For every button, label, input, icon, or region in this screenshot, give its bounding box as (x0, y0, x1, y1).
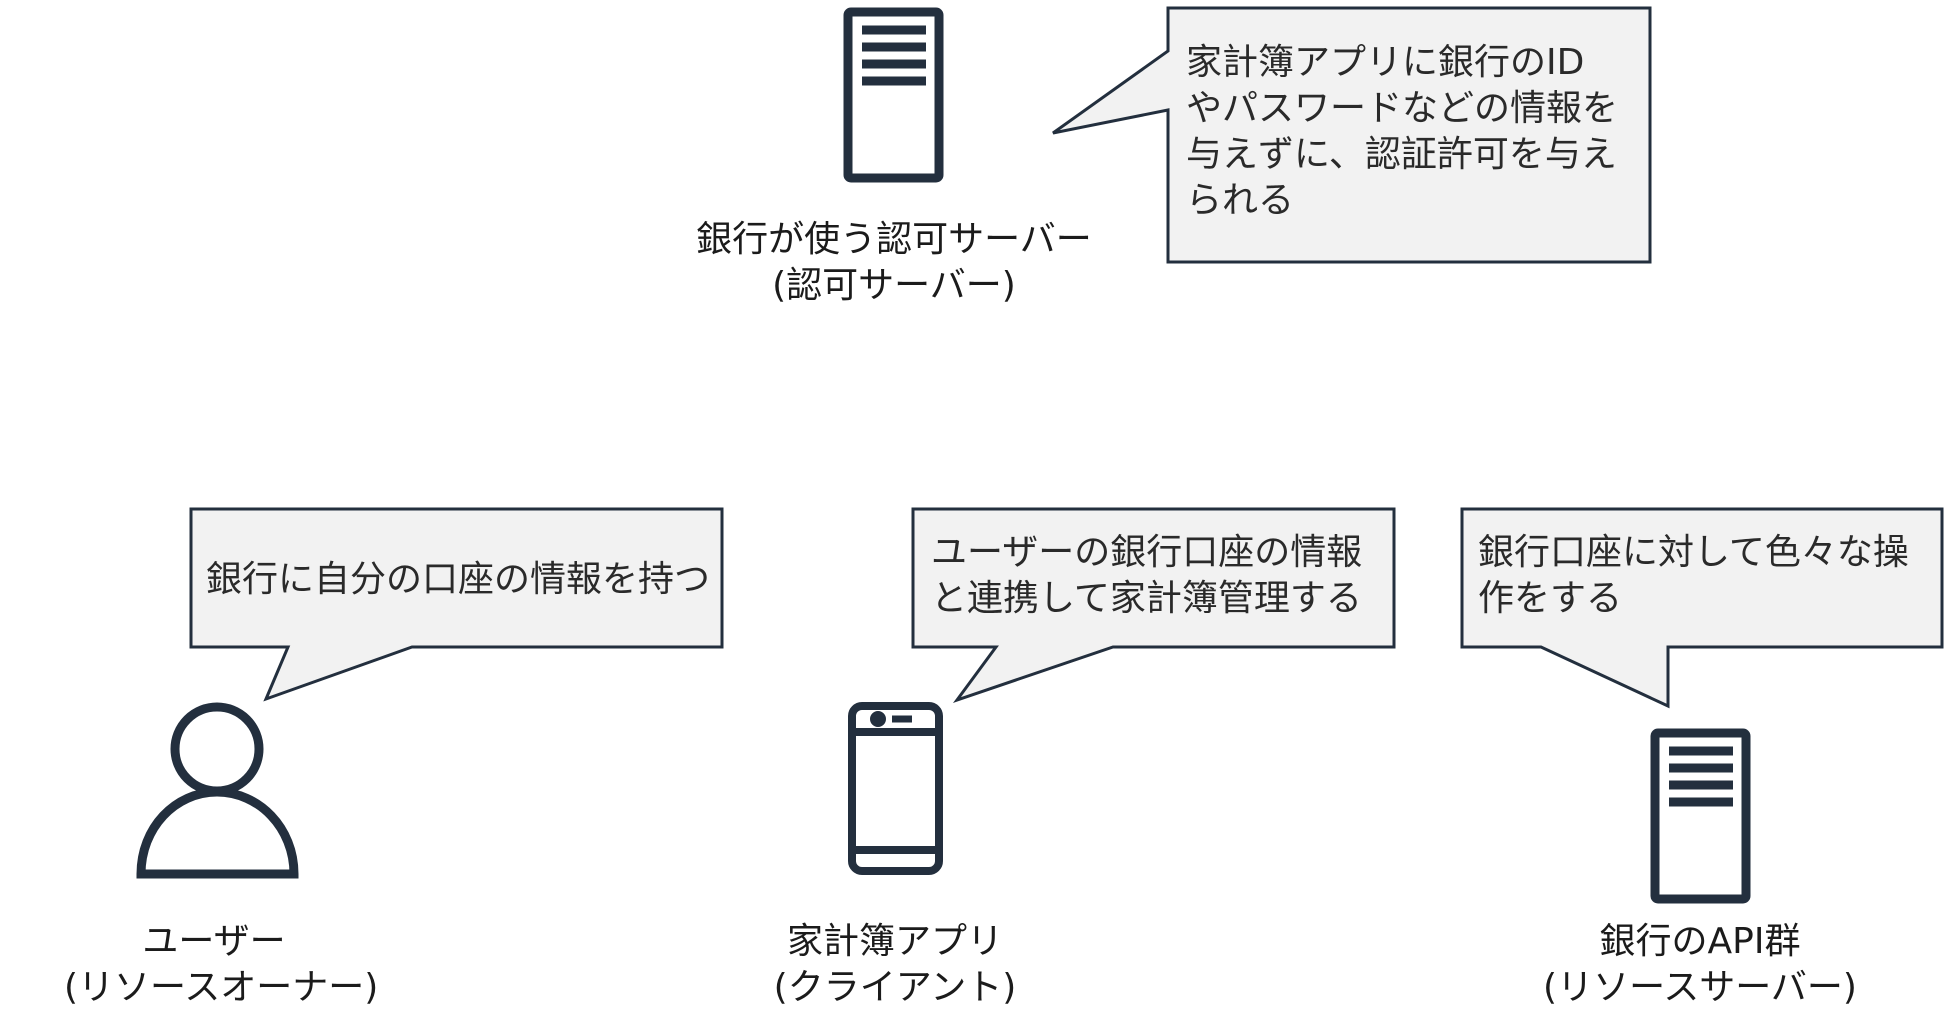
client-callout-text: ユーザーの銀行口座の情報 と連携して家計簿管理する (931, 532, 1363, 619)
smartphone-icon (848, 702, 943, 875)
resource-server-label-role: (リソースサーバー) (1543, 967, 1857, 1008)
resource-server-callout-box (1460, 507, 1944, 709)
server-icon (1650, 728, 1751, 904)
client-callout-box (911, 507, 1396, 703)
server-icon (843, 7, 944, 183)
auth-server-callout-text: 家計簿アプリに銀行のID やパスワードなどの情報を 与えずに、認証許可を与え ら… (1186, 42, 1619, 221)
user-callout-text: 銀行に自分の口座の情報を持つ (206, 559, 711, 600)
person-icon (136, 702, 299, 879)
auth-server-label: 銀行が使う認可サーバー (認可サーバー) (694, 217, 1094, 309)
user-callout-box (189, 507, 724, 702)
client-label-role: (クライアント) (773, 967, 1017, 1008)
client-label-name: 家計簿アプリ (786, 921, 1003, 962)
auth-server-label-role: (認可サーバー) (772, 265, 1016, 306)
resource-server-label: 銀行のAPI群 (リソースサーバー) (1530, 919, 1870, 1011)
user-label-name: ユーザー (142, 921, 286, 962)
resource-server-label-name: 銀行のAPI群 (1599, 921, 1801, 962)
auth-server-label-name: 銀行が使う認可サーバー (696, 219, 1092, 260)
user-label: ユーザー (リソースオーナー) (64, 919, 379, 1011)
auth-server-callout-box (1052, 6, 1652, 264)
resource-server-callout-text: 銀行口座に対して色々な操 作をする (1478, 532, 1909, 619)
user-label-role: (リソースオーナー) (64, 967, 379, 1008)
client-label: 家計簿アプリ (クライアント) (745, 919, 1045, 1011)
